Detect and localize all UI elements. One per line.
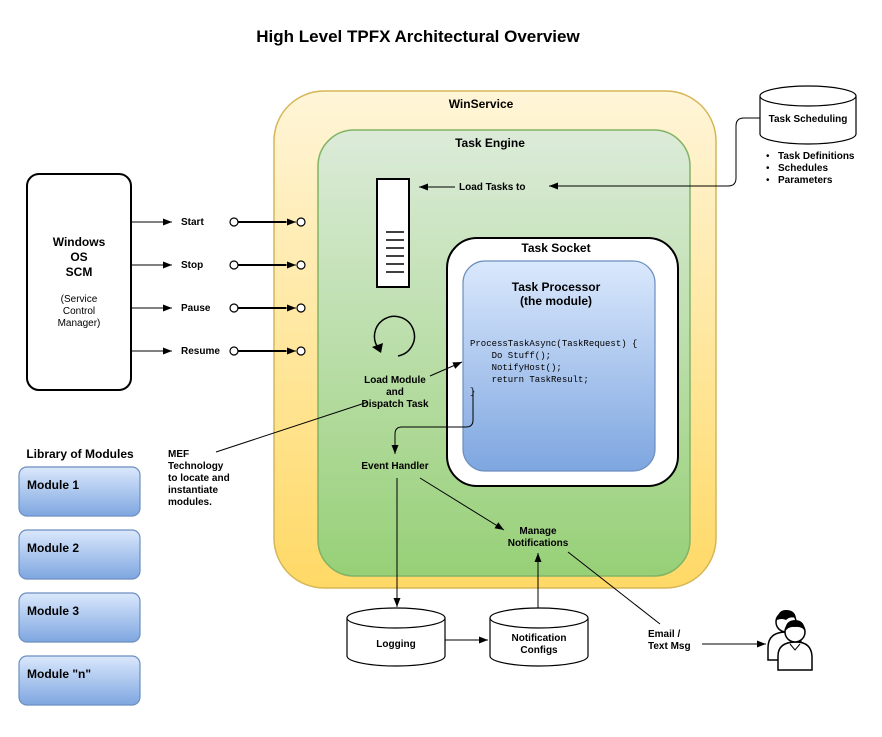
- processor-to-handler-arrow: [391, 390, 474, 454]
- bullet-icon: •: [766, 151, 770, 162]
- code-line: return TaskResult;: [470, 375, 589, 385]
- scm-line: Windows: [53, 235, 106, 249]
- email-label: Email /: [648, 629, 680, 640]
- code-line: ProcessTaskAsync(TaskRequest) {: [470, 339, 637, 349]
- notifications-to-email-line: [567, 551, 661, 625]
- scheduling-items-list: • Task Definitions • Schedules • Paramet…: [766, 151, 855, 186]
- mef-connector-line: [215, 401, 369, 453]
- scm-line: SCM: [66, 265, 93, 279]
- command-label: Pause: [181, 303, 211, 314]
- task-queue: [376, 178, 410, 288]
- mef-note-line: MEF: [168, 449, 189, 460]
- command-start: Start: [131, 217, 306, 228]
- mef-note-line: Technology: [168, 461, 224, 472]
- scm-line: OS: [70, 250, 87, 264]
- manage-notifications-line: Notifications: [508, 538, 569, 549]
- scm-sub: Manager): [58, 318, 101, 329]
- command-label: Resume: [181, 346, 220, 357]
- bullet-icon: •: [766, 175, 770, 186]
- load-tasks-label: Load Tasks to: [459, 182, 526, 193]
- scheduling-item: Schedules: [778, 163, 828, 174]
- diagram-title: High Level TPFX Architectural Overview: [256, 27, 580, 46]
- command-pause: Pause: [131, 303, 306, 314]
- winservice-label: WinService: [449, 97, 514, 111]
- handler-to-notifications-arrow: [419, 477, 505, 531]
- scheduling-item: Task Definitions: [778, 151, 855, 162]
- task-scheduling-datastore: [759, 85, 857, 145]
- notification-configs-line: Configs: [520, 645, 558, 656]
- mef-note-line: instantiate: [168, 485, 218, 496]
- library-title: Library of Modules: [26, 447, 134, 461]
- email-label: Text Msg: [648, 641, 691, 652]
- module-box: Module 3: [18, 592, 141, 643]
- dispatch-arrow: [429, 361, 463, 377]
- module-label: Module 1: [27, 478, 79, 492]
- notification-configs-datastore: [489, 607, 589, 667]
- command-resume: Resume: [131, 346, 306, 357]
- module-label: Module "n": [27, 667, 91, 681]
- scm-sub: (Service: [61, 294, 98, 305]
- task-processor-subtitle: (the module): [520, 294, 592, 308]
- logging-label: Logging: [376, 639, 415, 650]
- module-box: Module 2: [18, 529, 141, 580]
- scheduling-to-engine-arrow: [549, 117, 760, 190]
- task-engine-label: Task Engine: [455, 136, 525, 150]
- command-label: Stop: [181, 260, 203, 271]
- mef-note-line: modules.: [168, 497, 212, 508]
- windows-scm-box: [26, 173, 132, 391]
- notification-configs-line: Notification: [512, 633, 567, 644]
- event-handler-label: Event Handler: [361, 461, 428, 472]
- scheduling-item: Parameters: [778, 175, 833, 186]
- task-socket-label: Task Socket: [521, 241, 590, 255]
- module-label: Module 3: [27, 604, 79, 618]
- module-box: Module "n": [18, 655, 141, 706]
- command-stop: Stop: [131, 260, 306, 271]
- module-box: Module 1: [18, 466, 141, 517]
- command-label: Start: [181, 217, 204, 228]
- users-icon: [767, 610, 813, 671]
- load-module-line: and: [386, 387, 404, 398]
- code-line: NotifyHost();: [470, 363, 562, 373]
- scm-sub: Control: [63, 306, 95, 317]
- load-module-line: Dispatch Task: [361, 399, 428, 410]
- task-processor-title: Task Processor: [512, 280, 601, 294]
- logging-datastore: [346, 607, 446, 667]
- bullet-icon: •: [766, 163, 770, 174]
- code-line: Do Stuff();: [470, 351, 551, 361]
- cycle-icon: [372, 315, 416, 357]
- mef-note-line: to locate and: [168, 473, 230, 484]
- manage-notifications-line: Manage: [519, 526, 557, 537]
- task-processor: [462, 260, 656, 472]
- load-module-line: Load Module: [364, 375, 426, 386]
- task-scheduling-label: Task Scheduling: [769, 114, 848, 125]
- module-label: Module 2: [27, 541, 79, 555]
